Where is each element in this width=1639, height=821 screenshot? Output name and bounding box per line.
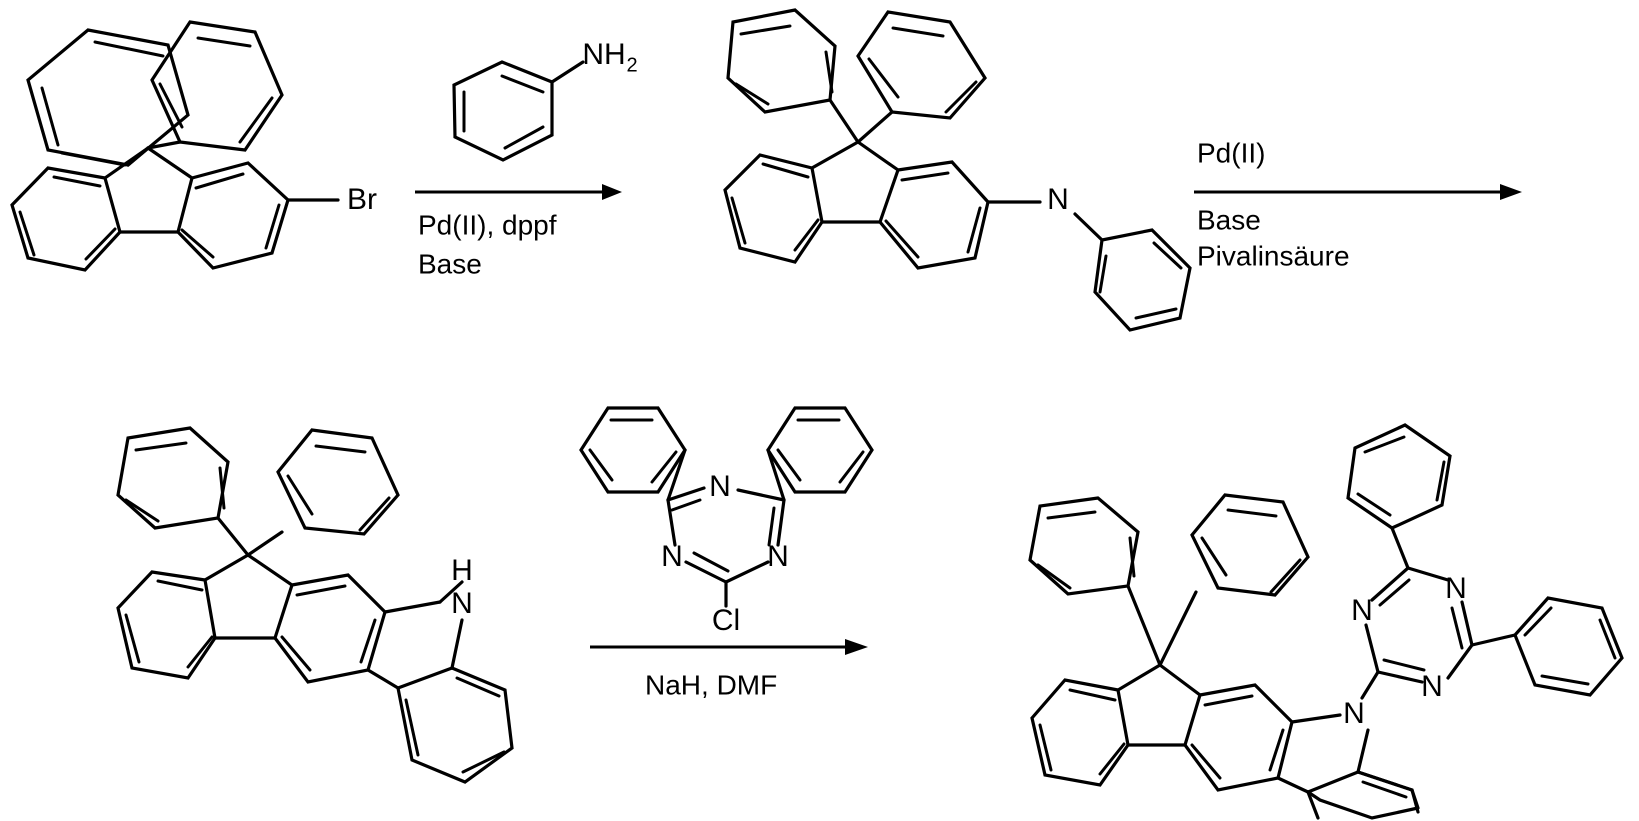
atom-label-nitrogen: N — [1351, 594, 1373, 627]
phenyl-ring — [1346, 423, 1452, 530]
atom-label-nitrogen: N — [767, 540, 789, 573]
conditions-arrow2-below-line2: Pivalinsäure — [1197, 240, 1350, 271]
conditions-arrow2-below-line1: Base — [1197, 204, 1261, 235]
structure-indolocarbazole-nh: H N — [116, 426, 514, 784]
bond-c9-phenyl-right — [856, 110, 894, 144]
pyrrole-ring-nh: H N — [366, 554, 473, 690]
bond-c9-phenyl-left — [1126, 584, 1162, 667]
fluorene-core — [10, 146, 290, 272]
bond-triazine-phenyl-top — [1390, 526, 1410, 570]
central-benzo-ring — [273, 573, 387, 684]
atom-label-nitrogen: N — [1343, 697, 1365, 730]
atom-label-nitrogen: N — [1047, 183, 1069, 216]
reagent-aniline: NH 2 — [452, 38, 638, 162]
structure-bromodiphenylfluorene: Br — [10, 20, 377, 272]
phenyl-ring — [1513, 596, 1624, 697]
atom-label-hydrogen: H — [451, 554, 473, 587]
central-benzo-ring — [1183, 683, 1294, 792]
bond-phenyl-triazine-right — [766, 448, 786, 502]
atom-label-amine: NH — [582, 38, 625, 71]
fluorene-core — [116, 553, 294, 680]
reaction-arrow-1 — [415, 184, 622, 200]
benzo-ring — [1306, 770, 1420, 820]
phenyl-ring — [1028, 496, 1140, 596]
reaction-arrow-2 — [1194, 184, 1522, 200]
bond-c-n-aniline — [550, 60, 585, 84]
bond-c9-phenyl-right — [246, 530, 284, 557]
phenyl-ring — [766, 406, 874, 494]
bond-n-triazine — [1360, 670, 1380, 700]
reagent-chlorodiphenyltriazine: N N N Cl — [579, 406, 874, 637]
reaction-arrow-3 — [590, 639, 868, 655]
benzo-ring — [396, 666, 514, 784]
phenyl-ring — [726, 8, 837, 114]
structure-diarylamine-fluorene: N — [723, 8, 1192, 332]
atom-label-nitrogen: N — [1421, 670, 1443, 703]
conditions-arrow1-line1: Pd(II), dppf — [418, 209, 557, 240]
atom-label-amine-subscript: 2 — [626, 54, 637, 76]
bond-c9-phenyl-right — [146, 140, 182, 150]
phenyl-ring — [856, 10, 987, 120]
bond-n-phenyl — [1073, 212, 1104, 242]
pyrrole-ring-n-substituted: N — [1276, 697, 1370, 794]
conditions-arrow3-below-line1: NaH, DMF — [645, 669, 777, 700]
phenyl-ring — [1190, 493, 1310, 597]
phenyl-ring — [1093, 228, 1192, 332]
bond-triazine-phenyl-right — [1470, 633, 1517, 647]
fluorene-core — [723, 140, 990, 270]
conditions-arrow2-above: Pd(II) — [1197, 137, 1265, 168]
atom-label-nitrogen: N — [709, 470, 731, 503]
triazine-ring: N N N — [661, 470, 789, 584]
atom-label-nitrogen: N — [661, 540, 683, 573]
bond-c9-phenyl-left — [828, 98, 860, 144]
phenyl-ring — [150, 20, 284, 152]
fluorene-core — [1030, 663, 1202, 787]
atom-label-bromine: Br — [347, 183, 377, 216]
atom-label-chlorine: Cl — [712, 604, 740, 637]
atom-label-nitrogen: N — [451, 587, 473, 620]
bond-c9-phenyl-left — [216, 516, 250, 557]
phenyl-ring — [579, 406, 687, 494]
phenyl-ring — [116, 426, 230, 530]
atom-label-nitrogen: N — [1445, 572, 1467, 605]
structure-final-product: N — [1028, 423, 1624, 820]
phenyl-ring — [276, 428, 400, 536]
triazine-ring: N N N — [1351, 566, 1474, 703]
bond-c9-phenyl-right — [1158, 590, 1198, 667]
bond-phenyl-triazine-left — [666, 448, 687, 502]
conditions-arrow1-line2: Base — [418, 248, 482, 279]
